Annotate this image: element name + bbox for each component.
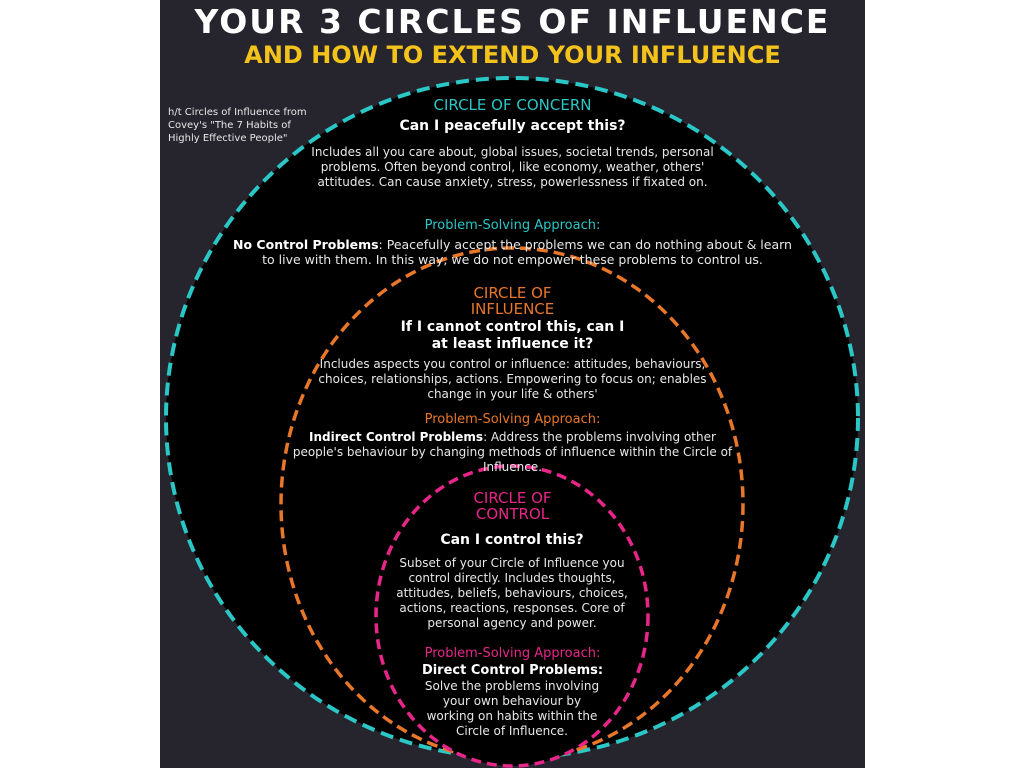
influence-heading: CIRCLE OF INFLUENCE bbox=[470, 284, 555, 318]
control-description: Subset of your Circle of Influence you c… bbox=[396, 556, 628, 630]
concern-approach-type: No Control Problems bbox=[233, 237, 379, 252]
influence-approach-type: Indirect Control Problems bbox=[309, 430, 484, 444]
concern-approach: No Control Problems: Peacefully accept t… bbox=[225, 237, 800, 267]
influence-description: Includes aspects you control or influenc… bbox=[318, 357, 707, 401]
page-title: YOUR 3 CIRCLES OF INFLUENCE bbox=[194, 2, 831, 41]
control-approach-text: Solve the problems involving your own be… bbox=[424, 679, 600, 738]
influence-approach: Indirect Control Problems: Address the p… bbox=[285, 430, 740, 475]
control-question: Can I control this? bbox=[440, 532, 584, 548]
control-approach-type: Direct Control Problems: bbox=[421, 663, 604, 678]
influence-approach-text: : Address the problems involving other p… bbox=[292, 430, 733, 474]
concern-question: Can I peacefully accept this? bbox=[399, 118, 626, 134]
influence-question: If I cannot control this, can I at least… bbox=[400, 319, 625, 352]
infographic-poster: YOUR 3 CIRCLES OF INFLUENCE AND HOW TO E… bbox=[160, 0, 865, 768]
concern-approach-text: : Peacefully accept the problems we can … bbox=[262, 237, 792, 267]
page-subtitle: AND HOW TO EXTEND YOUR INFLUENCE bbox=[244, 41, 781, 69]
concern-description: Includes all you care about, global issu… bbox=[311, 145, 714, 189]
control-heading: CIRCLE OF CONTROL bbox=[473, 489, 552, 523]
source-credit: h/t Circles of Influence from Covey's "T… bbox=[168, 107, 307, 144]
influence-approach-label: Problem-Solving Approach: bbox=[424, 412, 601, 427]
concern-approach-label: Problem-Solving Approach: bbox=[424, 218, 601, 233]
circles-diagram bbox=[164, 76, 860, 768]
control-approach-label: Problem-Solving Approach: bbox=[424, 646, 601, 661]
concern-heading: CIRCLE OF CONCERN bbox=[433, 96, 592, 114]
circle-of-control-ring bbox=[374, 464, 650, 768]
